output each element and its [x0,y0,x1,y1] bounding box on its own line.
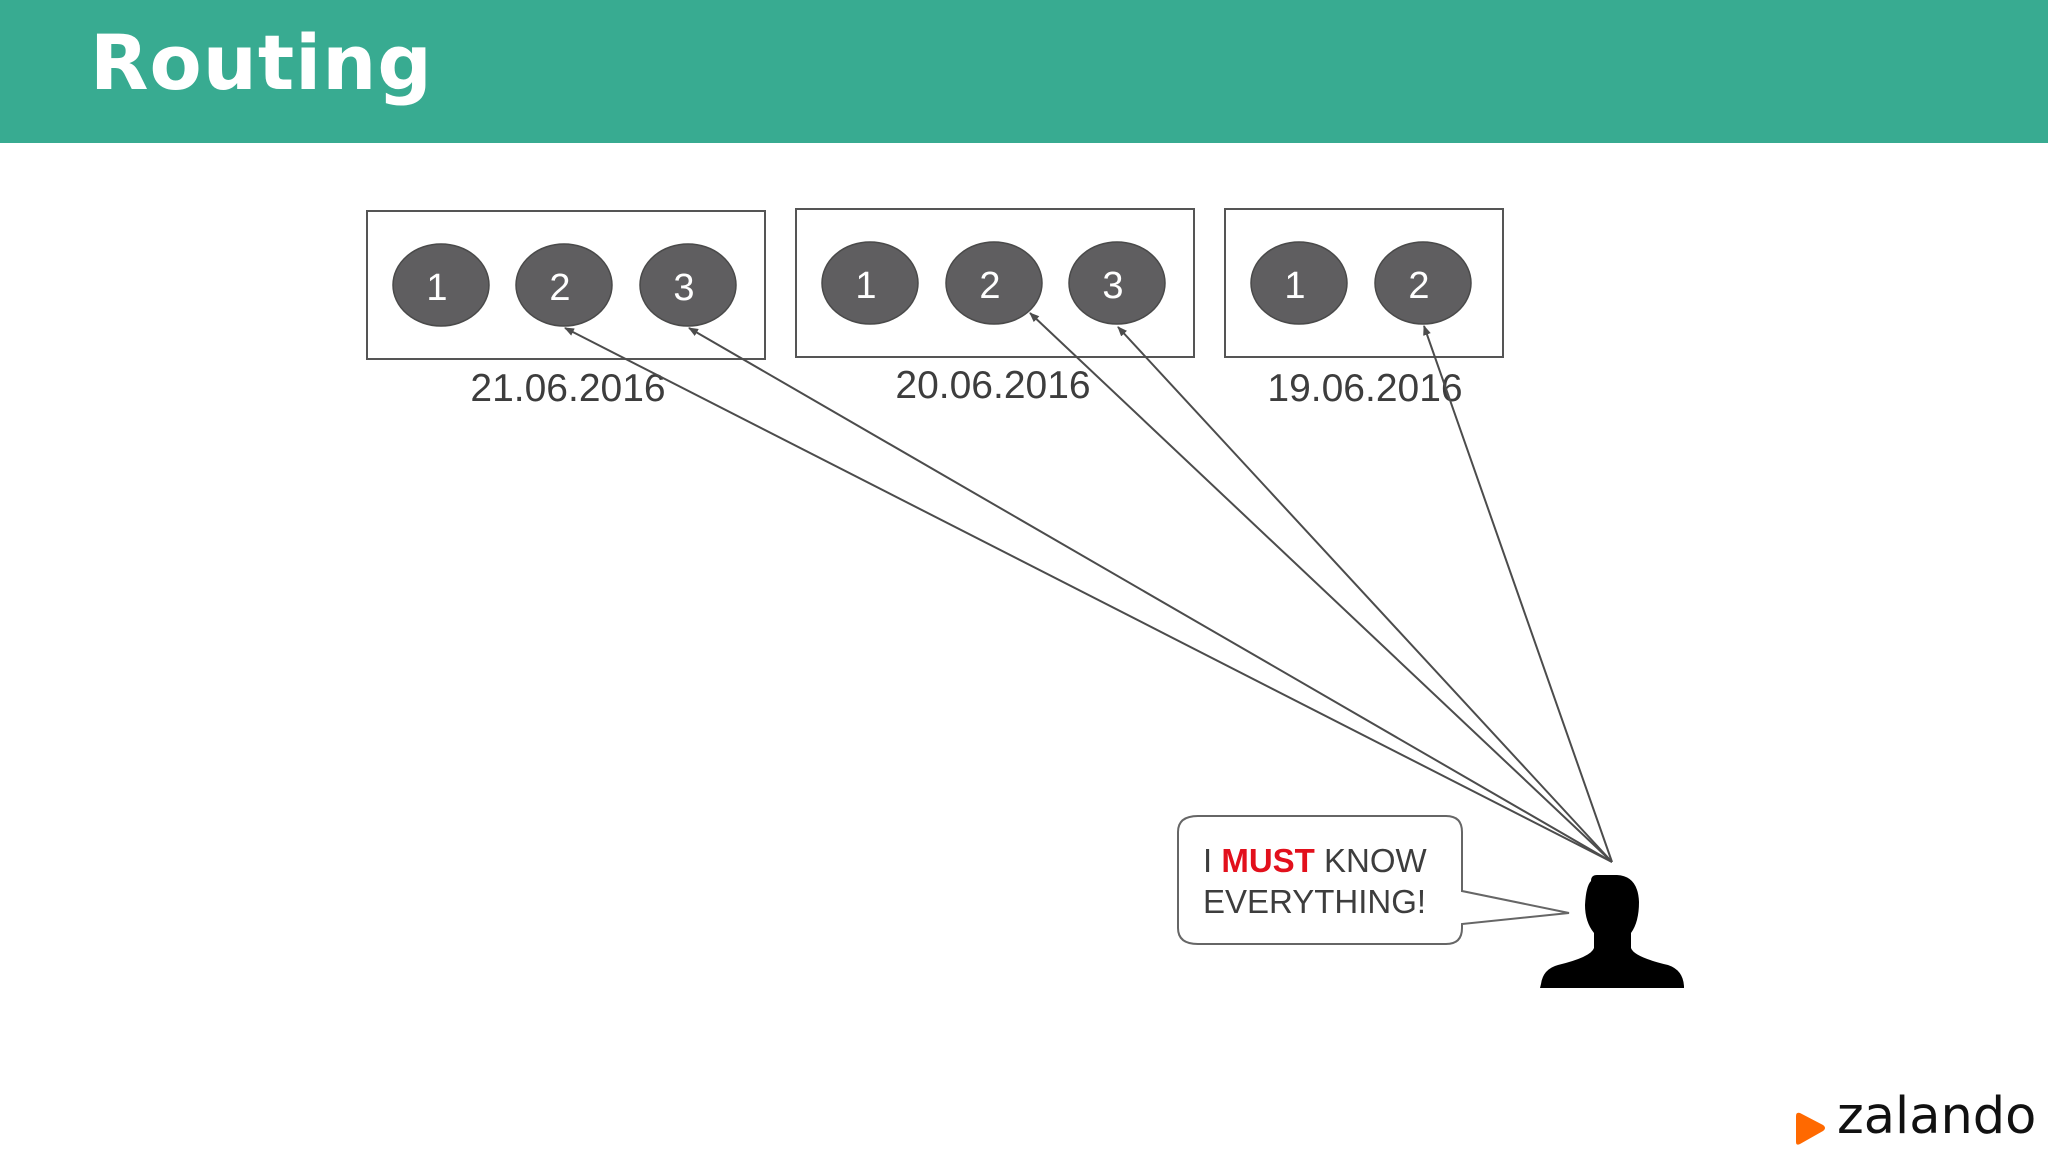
node-label: 1 [1284,265,1305,307]
zalando-logo-text: zalando [1837,1087,2037,1146]
speech-bubble-shape [1177,815,1570,945]
node-label: 3 [1102,265,1123,307]
speech-bubble: I MUST KNOW EVERYTHING! [1177,815,1570,945]
arrow-to-21-node-2 [564,327,1613,863]
node-label: 2 [549,267,570,309]
speech-suffix: KNOW [1315,842,1428,879]
node-2 [945,241,1043,325]
routing-arrows [564,312,1613,863]
node-2 [1374,241,1472,325]
date-label: 19.06.2016 [1267,367,1462,410]
speech-bubble-line-1: I MUST KNOW [1203,842,1428,879]
arrow-to-20-node-3 [1117,326,1613,863]
page-title: Routing [90,18,433,107]
speech-bubble-line-2: EVERYTHING! [1203,883,1426,920]
node-1 [392,243,490,327]
date-label: 20.06.2016 [895,364,1090,407]
node-1 [821,241,919,325]
speech-prefix: I [1203,842,1221,879]
node-label: 2 [979,265,1000,307]
speech-emphasis: MUST [1221,842,1315,879]
arrow-to-19-node-2 [1423,325,1613,863]
header-bar: Routing [0,0,2048,143]
group-21-06-2016: 1 2 3 21.06.2016 [366,210,766,410]
node-label: 2 [1408,265,1429,307]
node-label: 1 [426,267,447,309]
zalando-logo-icon [1796,1112,1825,1145]
arrow-to-21-node-3 [688,327,1613,863]
date-label: 21.06.2016 [470,367,665,410]
group-19-06-2016: 1 2 19.06.2016 [1224,208,1504,410]
arrow-to-20-node-2 [1029,312,1613,863]
node-3 [1068,241,1166,325]
node-1 [1250,241,1348,325]
node-3 [639,243,737,327]
node-label: 1 [855,265,876,307]
node-label: 3 [673,267,694,309]
user-body [1540,875,1684,988]
group-20-06-2016: 1 2 3 20.06.2016 [795,208,1195,407]
node-2 [515,243,613,327]
person-silhouette-icon [1540,875,1684,988]
